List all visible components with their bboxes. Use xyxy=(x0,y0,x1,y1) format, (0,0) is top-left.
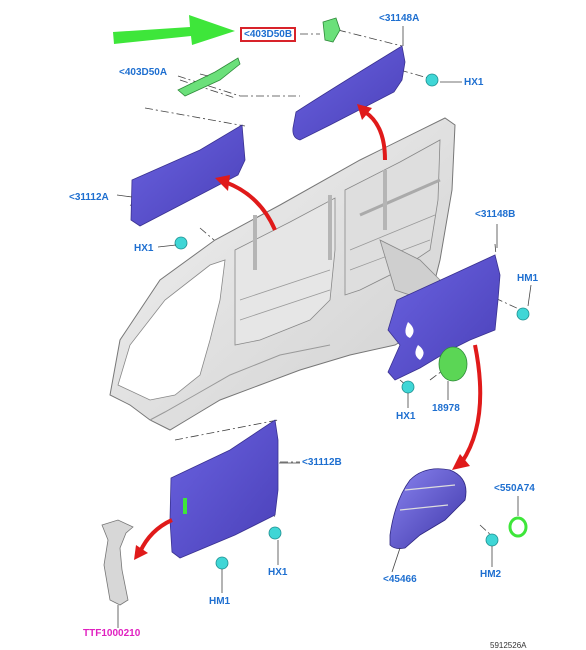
wheel-arch-cover-45466 xyxy=(389,468,467,549)
label-403d50b: <403D50B xyxy=(240,27,297,42)
trim-panel-31148b xyxy=(387,254,501,381)
label-hm1-right: HM1 xyxy=(517,273,539,284)
red-arrows xyxy=(138,110,483,553)
label-45466: <45466 xyxy=(383,574,417,585)
trim-panel-31148a xyxy=(292,45,406,141)
clip-550a74 xyxy=(508,516,528,538)
trim-panel-31112b xyxy=(169,419,279,559)
label-31148b: <31148B xyxy=(475,209,516,220)
leader-lines xyxy=(116,26,532,628)
tool-ttf1000210 xyxy=(101,519,134,606)
clip-403d50a xyxy=(177,57,241,97)
label-550a74: <550A74 xyxy=(494,483,535,494)
label-hx1-bottom: HX1 xyxy=(268,567,288,578)
pointer-arrow xyxy=(113,15,235,45)
clip-403d50b xyxy=(322,17,341,43)
label-hx1-mid: HX1 xyxy=(396,411,416,422)
diagram-reference: 5912526A xyxy=(490,641,527,650)
label-hm2: HM2 xyxy=(480,569,502,580)
trim-panel-31112a xyxy=(130,124,246,227)
label-18978: 18978 xyxy=(432,403,460,414)
fasteners xyxy=(174,73,530,570)
red-arrow-heads xyxy=(134,104,470,560)
label-403d50a: <403D50A xyxy=(119,67,168,78)
label-31148a: <31148A xyxy=(379,13,420,24)
label-31112b: <31112B xyxy=(302,457,342,468)
label-hx1-top: HX1 xyxy=(464,77,484,88)
plug-18978 xyxy=(438,346,468,382)
label-31112a: <31112A xyxy=(69,192,109,203)
label-ttf1000210: TTF1000210 xyxy=(83,628,141,639)
label-hx1-left: HX1 xyxy=(134,243,154,254)
label-hm1-bottom: HM1 xyxy=(209,596,231,607)
